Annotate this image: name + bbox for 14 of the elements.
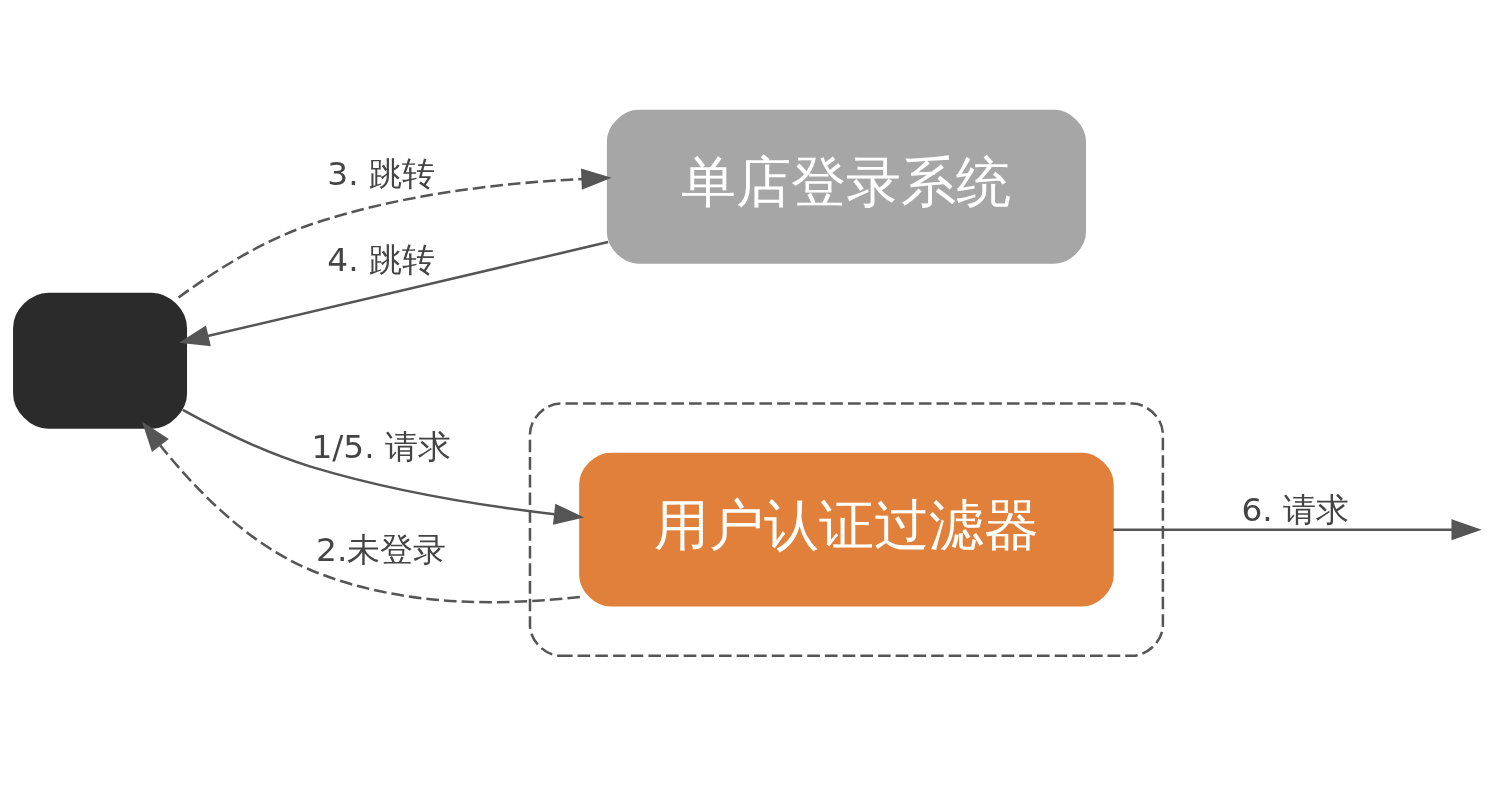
edge-label: 4. 跳转 xyxy=(327,240,436,279)
edge-label: 2.未登录 xyxy=(316,530,447,569)
arrow xyxy=(1113,518,1482,540)
arrow xyxy=(178,240,609,346)
edge-label: 3. 跳转 xyxy=(327,154,436,193)
node-box: 用户认证过滤器 xyxy=(579,452,1114,607)
node-monitor xyxy=(13,292,188,429)
edge-label: 6. 请求 xyxy=(1241,490,1350,529)
edge-label: 1/5. 请求 xyxy=(311,427,451,466)
cluster xyxy=(528,401,1165,657)
arrow xyxy=(177,167,612,298)
arrow xyxy=(182,408,585,525)
node-box: 单店登录系统 xyxy=(606,109,1086,264)
arrow xyxy=(141,420,580,603)
